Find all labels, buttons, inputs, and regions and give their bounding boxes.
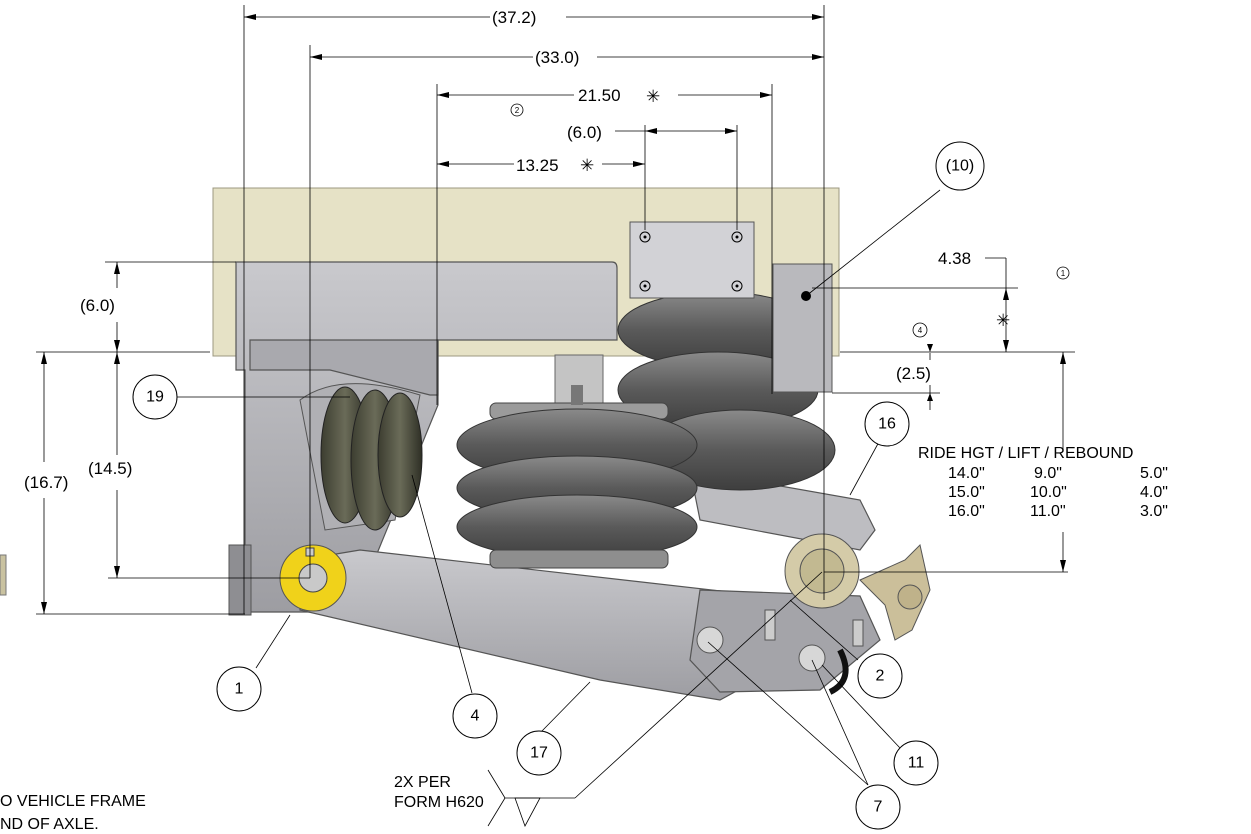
axle-dark-edge <box>828 648 849 695</box>
svg-text:(10): (10) <box>946 158 974 175</box>
bolt-hole-right <box>798 644 826 672</box>
axle-bushing <box>784 533 931 641</box>
dim-star-2: ✳ <box>580 156 594 175</box>
row1-col2: 9.0" <box>1034 465 1062 482</box>
svg-text:4: 4 <box>471 708 480 725</box>
svg-text:11: 11 <box>908 755 925 772</box>
row1-col3: 5.0" <box>1140 465 1168 482</box>
row3-col3: 3.0" <box>1140 503 1168 520</box>
shock-coil <box>299 383 423 531</box>
dim-star-1: ✳ <box>646 87 660 106</box>
svg-text:17: 17 <box>530 745 548 762</box>
u-bolt-right <box>852 619 864 647</box>
note-marker-2-text: 2 <box>515 106 520 115</box>
row1-col1: 14.0" <box>948 465 985 482</box>
general-note-line2: ND OF AXLE. <box>0 816 99 833</box>
dim-front-spring-offset: 13.25 <box>516 156 559 175</box>
dim-pivot-to-axle: (33.0) <box>535 48 579 67</box>
callout-4: 4 <box>452 693 498 739</box>
svg-text:16: 16 <box>878 416 896 433</box>
callout-10: (10) <box>935 141 985 191</box>
ride-height-header: RIDE HGT / LIFT / REBOUND <box>918 445 1133 462</box>
u-bolt-left <box>764 609 776 641</box>
dimension-lines <box>36 5 1075 615</box>
leader-lines <box>177 189 941 827</box>
row2-col3: 4.0" <box>1140 484 1168 501</box>
dim-overall-width: (37.2) <box>492 8 536 27</box>
note-marker-1 <box>1056 266 1070 280</box>
callout-19: 19 <box>132 374 178 420</box>
svg-text:19: 19 <box>146 389 164 406</box>
note-marker-2 <box>510 103 524 117</box>
dim-hanger-bolt-spacing: (6.0) <box>567 123 602 142</box>
row2-col2: 10.0" <box>1030 484 1067 501</box>
dim-beam-drop: (2.5) <box>896 364 931 383</box>
note-marker-4-text: 4 <box>918 326 923 335</box>
note-marker-1-text: 1 <box>1061 269 1066 278</box>
callout-17: 17 <box>516 730 562 776</box>
cut-off-part-left <box>0 554 7 596</box>
callout-16: 16 <box>864 401 910 447</box>
callout-2: 2 <box>857 653 903 699</box>
mounting-plate <box>629 221 755 299</box>
bolt-hole-left <box>696 626 724 654</box>
weld-note-line2: FORM H620 <box>394 794 484 811</box>
row3-col2: 11.0" <box>1030 503 1066 520</box>
callout-11: 11 <box>893 740 939 786</box>
row3-col1: 16.0" <box>948 503 985 520</box>
general-note-line1: O VEHICLE FRAME <box>0 793 146 810</box>
note-marker-4 <box>912 322 928 338</box>
weld-note-line1: 2X PER <box>394 774 451 791</box>
dim-axle-offset: 4.38 <box>938 249 971 268</box>
front-air-spring <box>456 385 698 569</box>
dim-frame-height: (6.0) <box>80 296 115 315</box>
row2-col1: 15.0" <box>948 484 985 501</box>
dim-hanger-height: (14.5) <box>88 459 132 478</box>
svg-text:1: 1 <box>235 681 244 698</box>
dim-ride-height-total: (16.7) <box>24 473 68 492</box>
callout-1: 1 <box>216 666 262 712</box>
svg-text:2: 2 <box>876 668 885 685</box>
axle-seat-block <box>772 263 833 393</box>
dim-star-3: ✳ <box>996 311 1010 330</box>
svg-text:7: 7 <box>874 799 883 816</box>
dim-air-spring-spacing: 21.50 <box>578 86 621 105</box>
callout-7: 7 <box>855 784 901 830</box>
ride-height-table: RIDE HGT / LIFT / REBOUND 14.0" 9.0" 5.0… <box>918 445 1168 520</box>
